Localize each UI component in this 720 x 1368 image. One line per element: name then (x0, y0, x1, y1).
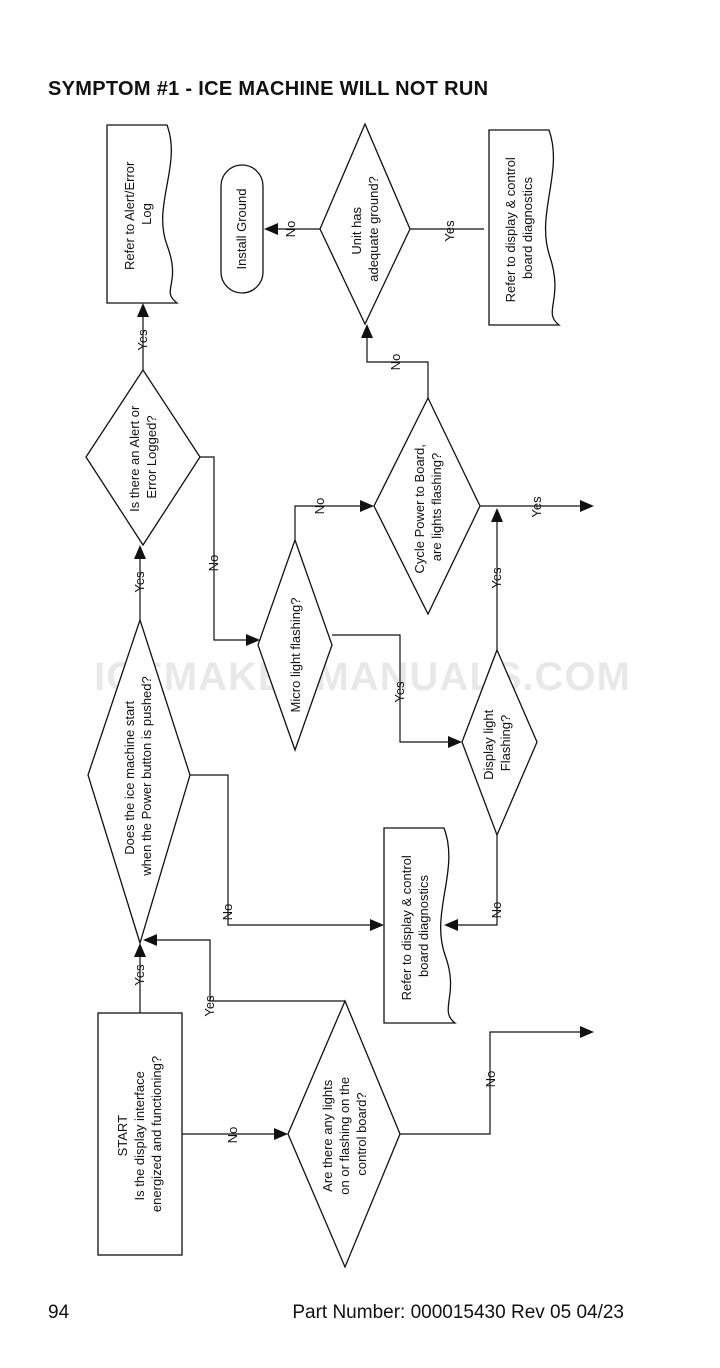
document-refer-diagnostics-lower-text: Refer to display & control board diagnos… (399, 852, 431, 1001)
connector-micro-no (294, 505, 362, 540)
document-refer-diagnostics-upper: Refer to display & control board diagnos… (488, 129, 561, 326)
connector-cycle-no (366, 336, 429, 398)
connector-anylights-yes (155, 939, 345, 1002)
connector-label-yes: Yes (489, 567, 504, 589)
decision-machine-start-text: Does the ice machine start when the Powe… (122, 676, 154, 876)
arrowhead (246, 634, 260, 646)
connector-display-no (456, 835, 498, 926)
decision-adequate-ground-text: Unit has adequate ground? (349, 176, 381, 282)
decision-any-lights-text: Are there any lights on or flashing on t… (320, 1073, 369, 1194)
connector-label-yes: Yes (202, 995, 217, 1017)
connector-label-no: No (489, 902, 504, 919)
decision-cycle-power: Cycle Power to Board, are lights flashin… (373, 396, 481, 616)
terminator-install-ground-text: Install Ground (234, 189, 249, 270)
connector-label-yes: Yes (132, 964, 147, 986)
document-refer-alert-log-text: Refer to Alert/Error Log (122, 158, 154, 270)
decision-alert-logged-text: Is there an Alert or Error Logged? (127, 402, 159, 512)
arrowhead (580, 1026, 594, 1038)
arrowheads (134, 223, 594, 1140)
decision-display-flash: Display light Flashing? (461, 648, 538, 837)
decision-display-flash-text: Display light Flashing? (481, 706, 513, 780)
arrowhead (134, 943, 146, 957)
watermark: ICEMAKERMANUALS.COM (94, 655, 631, 699)
connector-label-no: No (283, 221, 298, 238)
decision-micro-flash: Micro light flashing? (257, 538, 333, 752)
connector-label-yes: Yes (442, 220, 457, 242)
connector-label-no: No (225, 1127, 240, 1144)
arrowhead (580, 500, 594, 512)
page-title: SYMPTOM #1 - ICE MACHINE WILL NOT RUN (48, 78, 489, 100)
decision-micro-flash-text: Micro light flashing? (288, 598, 303, 713)
connector-label-no: No (312, 498, 327, 515)
connector-label-yes: Yes (392, 681, 407, 703)
arrowhead (274, 1128, 288, 1140)
connectors (139, 228, 582, 1135)
connector-label-yes: Yes (529, 496, 544, 518)
arrowhead (444, 919, 458, 931)
arrowhead (264, 223, 278, 235)
arrowhead (361, 324, 373, 338)
decision-any-lights: Are there any lights on or flashing on t… (287, 999, 401, 1269)
terminator-install-ground: Install Ground (220, 164, 264, 294)
document-refer-diagnostics-lower: Refer to display & control board diagnos… (383, 827, 457, 1024)
arrowhead (491, 508, 503, 522)
arrowhead (360, 500, 374, 512)
connector-micro-yes (332, 634, 450, 743)
arrowhead (134, 545, 146, 559)
arrowhead (448, 736, 462, 748)
connector-label-yes: Yes (135, 329, 150, 351)
decision-cycle-power-text: Cycle Power to Board, are lights flashin… (412, 441, 444, 574)
document-refer-alert-log: Refer to Alert/Error Log (106, 124, 179, 304)
connector-anylights-no (400, 1031, 582, 1135)
part-number: Part Number: 000015430 Rev 05 04/23 (292, 1302, 624, 1323)
page-number: 94 (48, 1302, 70, 1323)
connector-label-no: No (206, 555, 221, 572)
start-box-text: START Is the display interface energized… (115, 1056, 164, 1212)
arrowhead (137, 303, 149, 317)
connector-label-no: No (388, 354, 403, 371)
connector-alert-no (200, 456, 248, 641)
document-refer-diagnostics-upper-text: Refer to display & control board diagnos… (503, 154, 535, 303)
arrowhead (143, 934, 157, 946)
arrowhead (370, 919, 384, 931)
decision-alert-logged: Is there an Alert or Error Logged? (85, 368, 201, 547)
connector-labels: Yes No Yes No Yes No Yes No No Yes Yes N… (132, 220, 544, 1143)
connector-label-no: No (220, 904, 235, 921)
decision-adequate-ground: Unit has adequate ground? (319, 122, 411, 326)
connector-label-yes: Yes (132, 571, 147, 593)
connector-machinestart-no (190, 774, 372, 926)
connector-label-no: No (483, 1071, 498, 1088)
decision-machine-start: Does the ice machine start when the Powe… (87, 617, 191, 946)
start-box: START Is the display interface energized… (97, 1012, 183, 1256)
